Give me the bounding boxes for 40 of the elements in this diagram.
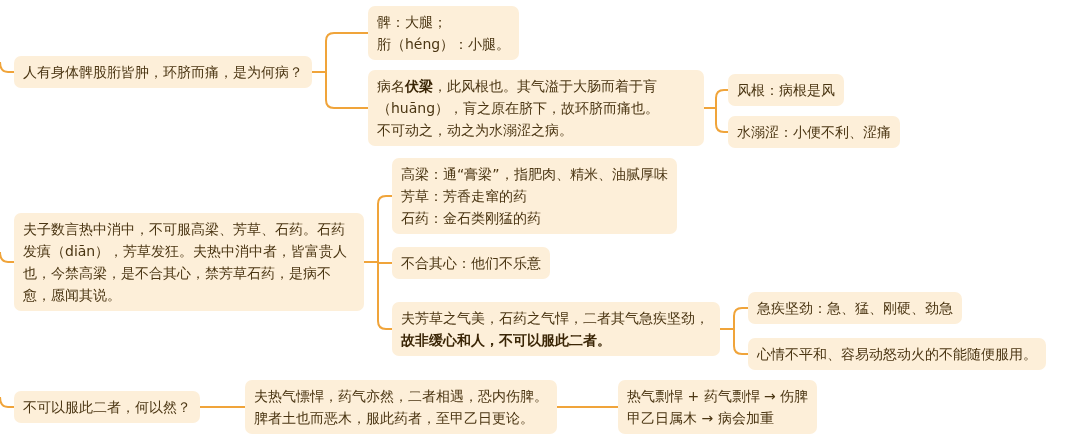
connector-line [0, 61, 15, 73]
topic-text: 夫子数言热中消中，不可服高梁、芳草、石药。石药发瘨（diān），芳草发狂。夫热中消中者，皆富贵人也，今禁高梁，是不合其心，禁芳草石药，是病不愈，愿闻其说。 [23, 220, 349, 305]
topic-text: 石药：金石类刚猛的药 [401, 209, 542, 228]
topic-box [392, 158, 677, 234]
topic-text: 心情不平和、容易动怒动火的不能随便服用。 [757, 345, 1037, 364]
topic-text: 急疾坚劲：急、猛、刚硬、劲急 [757, 299, 953, 318]
topic-box [368, 70, 704, 146]
topic-box [368, 6, 520, 60]
topic-box [728, 116, 900, 148]
topic-box [14, 56, 312, 88]
topic-box [728, 74, 844, 106]
connector-line [703, 107, 729, 133]
topic-text: 病名伏梁，此风根也。其气溢于大肠而着于肓（huāng），肓之原在脐下，故环脐而痛也。 [377, 77, 661, 118]
topic-box [748, 292, 962, 324]
topic-box [14, 391, 200, 423]
topic-text: 不合其心：他们不乐意 [401, 254, 541, 273]
topic-text: 脾者土也而恶木，服此药者，至甲乙日更论。 [254, 409, 535, 428]
topic-text: 高梁：通“膏梁”，指肥肉、精米、油腻厚味 [401, 165, 668, 184]
topic-text: 人有身体髀股胻皆肿，环脐而痛，是为何病？ [23, 63, 303, 82]
topic-text: 不可以服此二者，何以然？ [23, 398, 191, 417]
topic-box [14, 213, 364, 311]
topic-text: 风根：病根是风 [737, 81, 835, 100]
topic-text: 夫热气慓悍，药气亦然，二者相遇，恐内伤脾。 [254, 387, 548, 406]
topic-box [748, 338, 1046, 370]
topic-box [618, 380, 818, 434]
topic-box [392, 247, 550, 279]
topic-box [245, 380, 557, 434]
topic-text: 胻（héng）：小腿。 [377, 35, 511, 54]
connector-line [0, 396, 15, 408]
topic-box [392, 302, 720, 356]
connector-line [199, 406, 246, 408]
topic-text: 甲乙日属木 → 病会加重 [627, 409, 775, 428]
topic-text: 不可动之，动之为水溺涩之病。 [377, 121, 574, 140]
connector-line [556, 406, 619, 408]
connector-line [0, 251, 15, 263]
topic-text: 髀：大腿； [377, 13, 448, 32]
topic-text: 夫芳草之气美，石药之气悍，二者其气急疾坚劲，故非缓心和人，不可以服此二者。 [401, 309, 710, 350]
topic-text: 水溺涩：小便不利、涩痛 [737, 123, 891, 142]
topic-text: 芳草：芳香走窜的药 [401, 187, 528, 206]
topic-text: 热气剽悍 + 药气剽悍 → 伤脾 [627, 387, 809, 406]
